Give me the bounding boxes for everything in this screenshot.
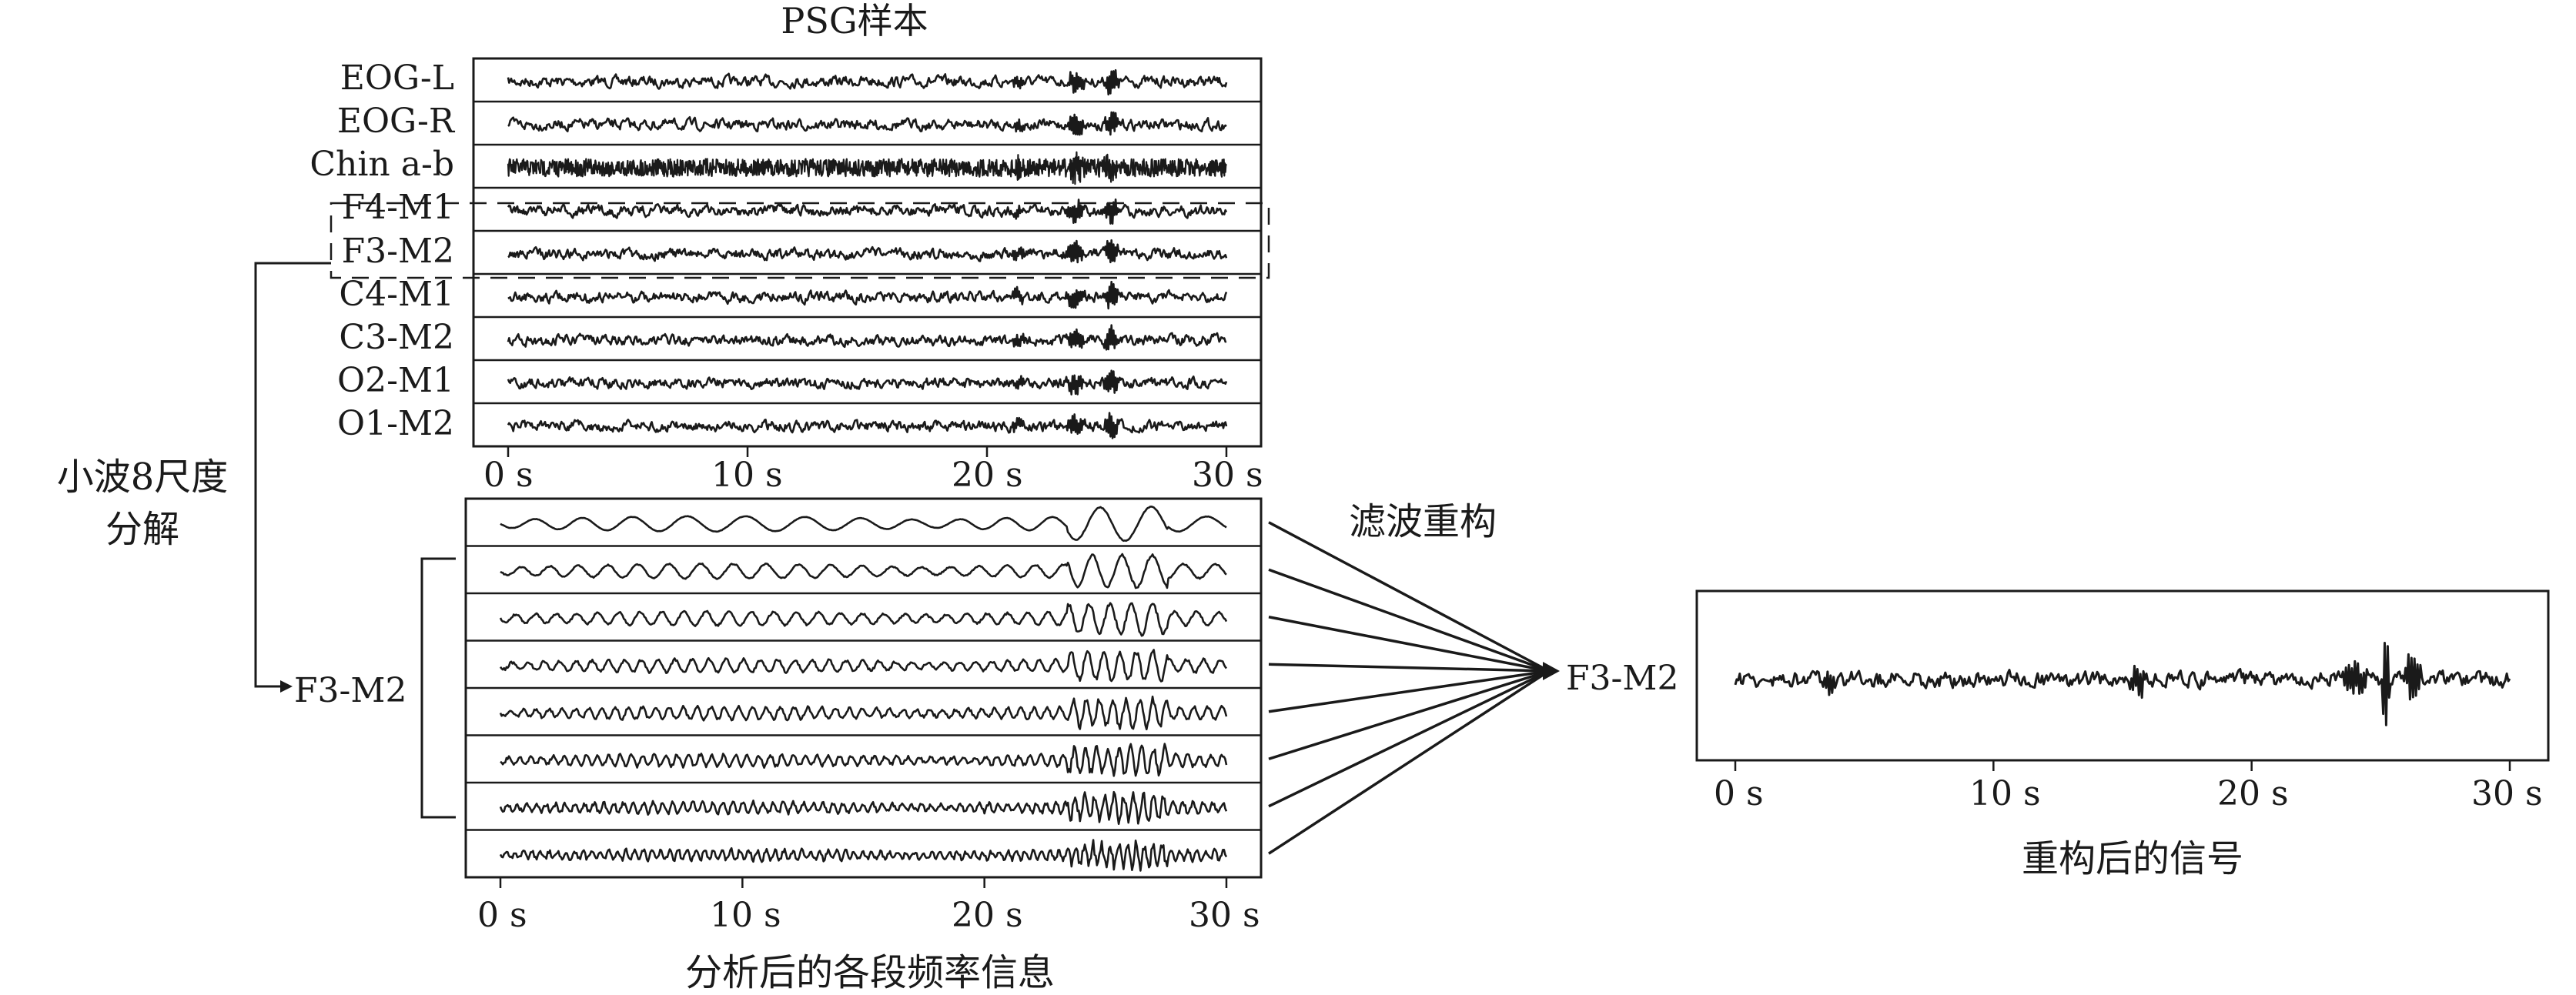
psg-channel-label-eog-r: EOG-R xyxy=(336,102,454,141)
psg-tick-0: 0 s xyxy=(483,456,534,495)
psg-title: PSG样本 xyxy=(781,0,928,42)
psg-trace xyxy=(507,151,1227,185)
reconstruction-connector-line xyxy=(1268,669,1550,760)
decomposition-caption: 分析后的各段频率信息 xyxy=(684,951,1055,994)
recon-tick-20: 20 s xyxy=(2217,774,2289,813)
decomp-tick-0: 0 s xyxy=(477,896,527,935)
connector-lines xyxy=(254,262,1560,855)
psg-sample-panel xyxy=(330,57,1270,457)
psg-trace xyxy=(507,68,1228,96)
decomp-band-trace xyxy=(500,505,1227,543)
reconstruction-connector-line xyxy=(1268,663,1550,673)
reconstruction-connector-line xyxy=(1268,669,1550,855)
decomp-band-trace xyxy=(500,743,1228,777)
reconstruction-caption: 重构后的信号 xyxy=(2021,837,2243,880)
decomposition-label-line1: 小波8尺度 xyxy=(56,456,229,499)
filter-reconstruct-label: 滤波重构 xyxy=(1349,500,1497,543)
decomp-band-trace xyxy=(500,553,1227,589)
psg-channel-label-f3-m2: F3-M2 xyxy=(341,232,454,271)
decomposition-label-line2: 分解 xyxy=(105,508,179,551)
psg-trace xyxy=(507,412,1228,439)
decomp-tick-20: 20 s xyxy=(952,896,1023,935)
recon-frame xyxy=(1695,589,2550,762)
decomposition-arrowhead xyxy=(280,680,293,693)
psg-trace xyxy=(507,198,1228,225)
recon-channel-label: F3-M2 xyxy=(1566,659,1679,698)
psg-frame xyxy=(472,57,1263,448)
psg-channel-label-c3-m2: C3-M2 xyxy=(339,318,454,357)
psg-channel-label-c4-m1: C4-M1 xyxy=(339,275,454,314)
recon-trace xyxy=(1734,642,2511,726)
psg-tick-10: 10 s xyxy=(711,456,783,495)
psg-channel-label-f4-m1: F4-M1 xyxy=(341,188,454,227)
reconstruction-connector-line xyxy=(1268,616,1550,673)
psg-channel-label-chin: Chin a-b xyxy=(309,145,454,184)
decomp-band-trace xyxy=(499,790,1228,825)
decomp-band-trace xyxy=(499,649,1228,683)
decomposition-arrow-line xyxy=(254,262,331,688)
decomp-band-trace xyxy=(499,602,1228,637)
reconstruction-connector-line xyxy=(1268,568,1550,673)
decomp-tick-10: 10 s xyxy=(710,896,781,935)
psg-tick-30: 30 s xyxy=(1192,456,1263,495)
recon-tick-0: 0 s xyxy=(1714,774,1764,813)
f3-m2-highlight-box xyxy=(330,202,1270,279)
psg-channel-label-eog-l: EOG-L xyxy=(340,58,454,98)
wavelet-decomposition-panel xyxy=(420,497,1263,888)
decomp-input-channel-label: F3-M2 xyxy=(294,671,407,710)
reconstruction-connector-line xyxy=(1268,669,1550,713)
decomp-tick-30: 30 s xyxy=(1189,896,1260,935)
psg-tick-20: 20 s xyxy=(952,456,1023,495)
psg-trace xyxy=(507,324,1227,351)
decomp-bracket xyxy=(420,557,456,819)
psg-channel-label-o1-m2: O1-M2 xyxy=(337,404,454,443)
psg-trace xyxy=(507,369,1228,396)
recon-tick-30: 30 s xyxy=(2471,774,2543,813)
psg-trace xyxy=(507,280,1228,310)
decomp-band-trace xyxy=(499,695,1228,731)
reconstruction-connector-line xyxy=(1268,521,1550,673)
recon-tick-10: 10 s xyxy=(1969,774,2041,813)
psg-trace xyxy=(507,111,1227,136)
reconstruction-arrowhead xyxy=(1543,662,1560,680)
reconstructed-signal-panel xyxy=(1695,589,2550,771)
reconstruction-connector-line xyxy=(1268,669,1550,808)
psg-channel-label-o2-m1: O2-M1 xyxy=(337,361,454,400)
psg-trace xyxy=(507,239,1228,264)
decomp-band-trace xyxy=(499,839,1228,872)
